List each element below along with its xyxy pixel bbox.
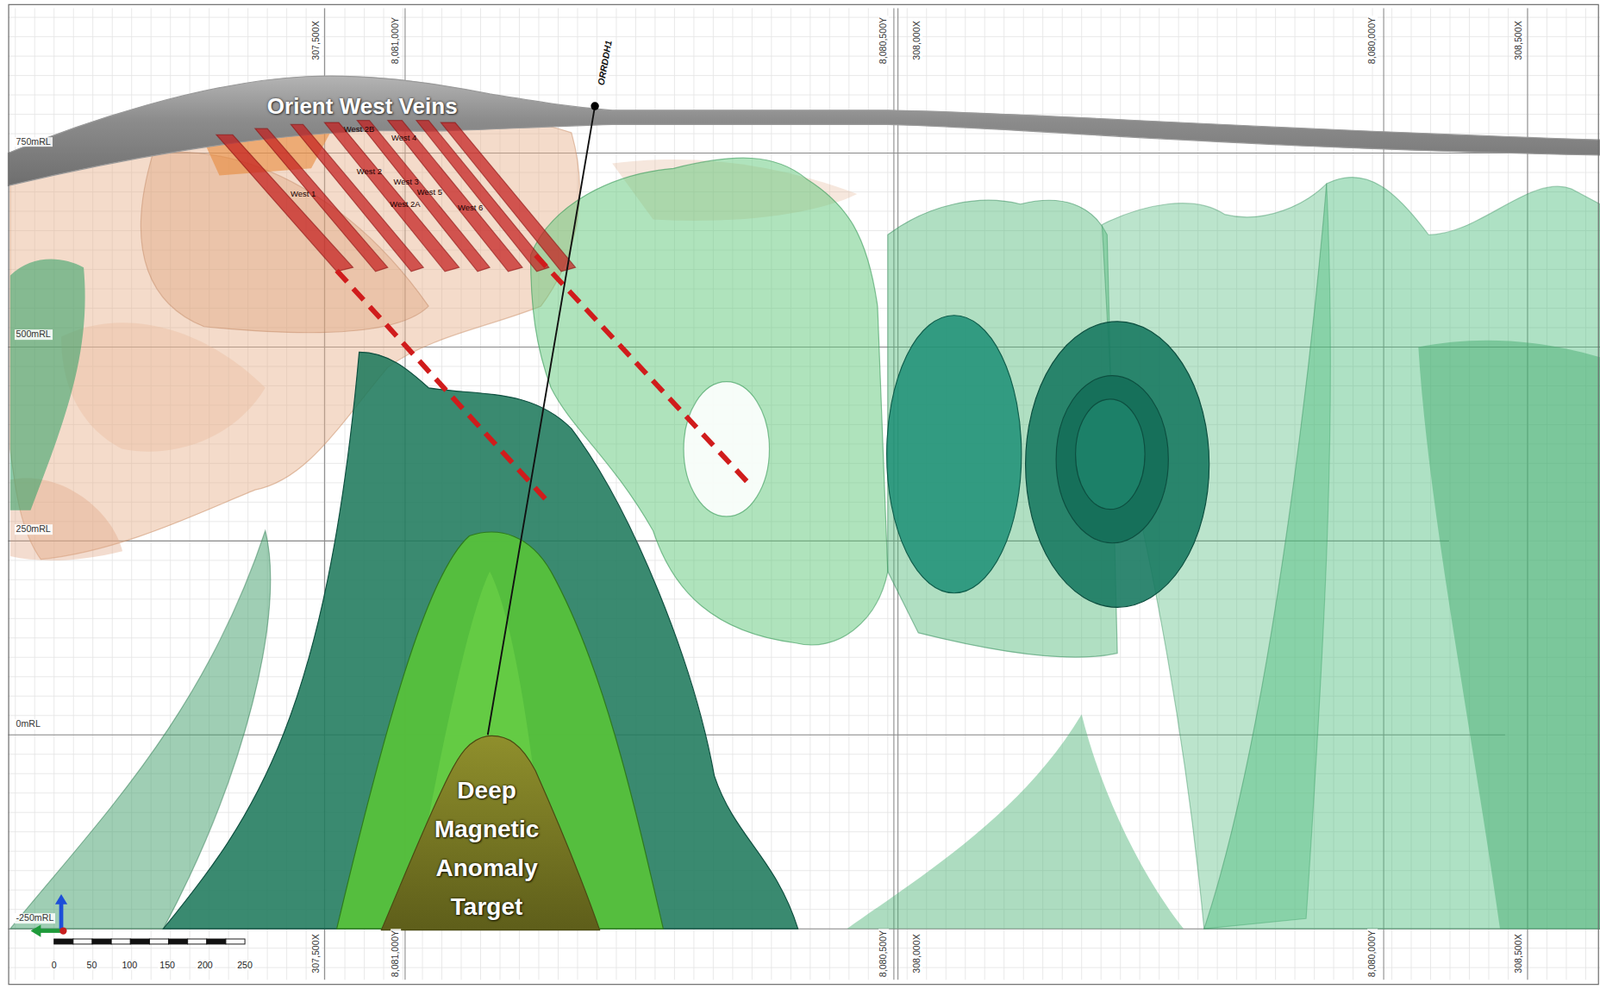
coordinate-label: 308,000X <box>912 19 923 63</box>
target-zone: Deep Magnetic Anomaly Target <box>379 732 602 932</box>
elevation-label: 0mRL <box>14 719 43 731</box>
coordinate-label: 8,081,000Y <box>390 927 401 978</box>
frame <box>8 4 1599 984</box>
coordinate-label: 8,080,500Y <box>878 927 889 978</box>
vein-label: West 2 <box>356 167 382 176</box>
coordinate-label: 307,500X <box>311 931 322 975</box>
scale-bar <box>54 938 245 944</box>
elevation-label: -250mRL <box>14 912 57 924</box>
target-label: Deep Magnetic Anomaly Target <box>422 770 552 926</box>
coordinate-label: 8,080,500Y <box>878 15 889 66</box>
vein-label: West 2B <box>343 125 375 134</box>
drill-hole <box>487 101 600 735</box>
scale-number: 150 <box>157 960 177 971</box>
coordinate-label: 308,500X <box>1514 19 1525 63</box>
vein-label: West 1 <box>290 189 316 199</box>
magnetic-shells <box>10 157 1600 929</box>
scale-number: 0 <box>50 960 59 971</box>
grid-lines <box>7 7 1600 980</box>
vein-label: West 2A <box>389 200 421 209</box>
scale-number: 100 <box>119 960 139 971</box>
elevation-label: 500mRL <box>14 329 53 340</box>
coordinate-label: 8,080,000Y <box>1367 15 1378 66</box>
scale-number: 200 <box>195 960 215 971</box>
coordinate-label: 8,081,000Y <box>390 15 401 66</box>
scale-number: 50 <box>85 960 100 971</box>
coordinate-label: 308,000X <box>912 931 923 975</box>
major-grid <box>7 7 1600 980</box>
elevation-label: 250mRL <box>14 524 53 535</box>
area-label: Orient West Veins <box>267 93 458 119</box>
coordinate-label: 307,500X <box>311 19 322 63</box>
fault-traces <box>337 255 750 506</box>
scale-number: 250 <box>235 960 255 971</box>
elevation-label: 750mRL <box>14 137 53 148</box>
vein-label: West 5 <box>417 187 443 196</box>
coordinate-label: 308,500X <box>1514 931 1525 975</box>
vein-planes <box>216 120 576 272</box>
vein-label: West 3 <box>393 176 419 186</box>
vein-label: West 4 <box>391 133 417 143</box>
coordinate-label: 8,080,000Y <box>1367 927 1378 978</box>
vein-label: West 6 <box>457 203 483 213</box>
